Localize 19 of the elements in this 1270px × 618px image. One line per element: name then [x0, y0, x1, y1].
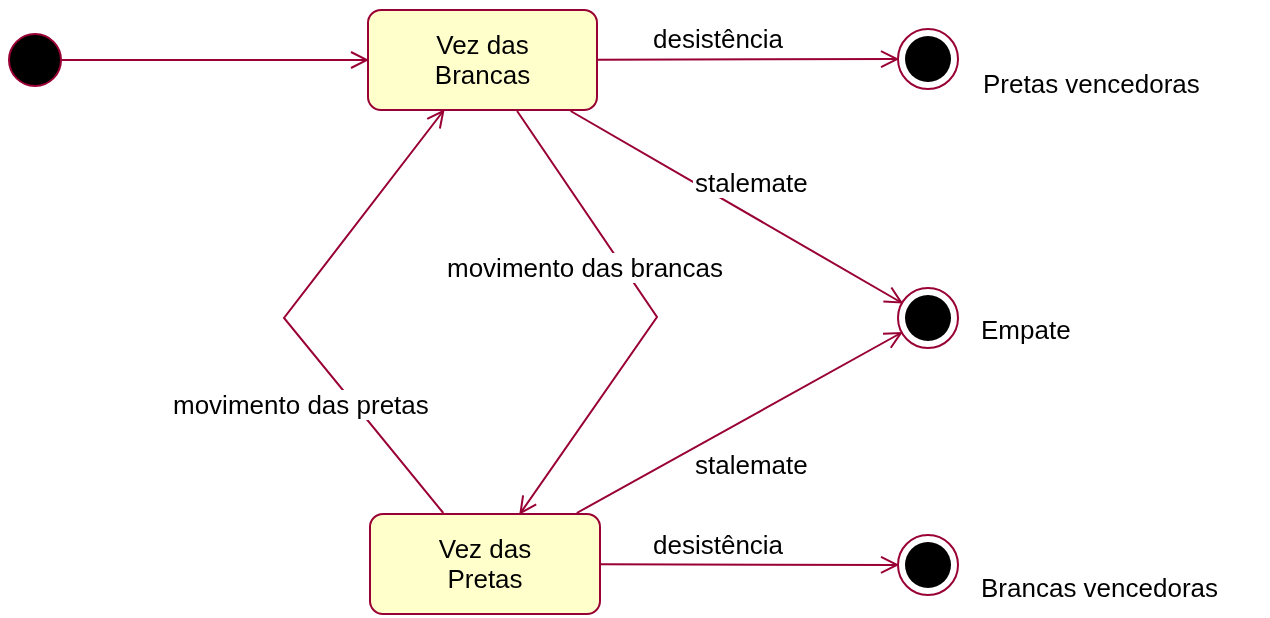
arrow	[569, 110, 903, 304]
arrow	[597, 50, 898, 69]
state-name: Vez das Pretas	[437, 534, 533, 594]
initial-state	[8, 33, 62, 87]
state-box	[367, 9, 598, 111]
state-label: Empate	[981, 315, 1071, 345]
final-state	[897, 287, 959, 349]
state-box	[369, 513, 601, 615]
arrow	[516, 110, 659, 514]
final-state	[897, 28, 959, 90]
arrow	[282, 110, 445, 514]
state-label: Brancas vencedoras	[981, 573, 1219, 603]
arrow	[575, 332, 902, 514]
edge-label: movimento das pretas	[171, 390, 431, 420]
arrow	[61, 51, 368, 69]
arrow	[600, 555, 898, 574]
state-name: Vez das Brancas	[433, 30, 532, 90]
final-state	[897, 534, 959, 596]
state-label: Pretas vencedoras	[983, 69, 1200, 99]
